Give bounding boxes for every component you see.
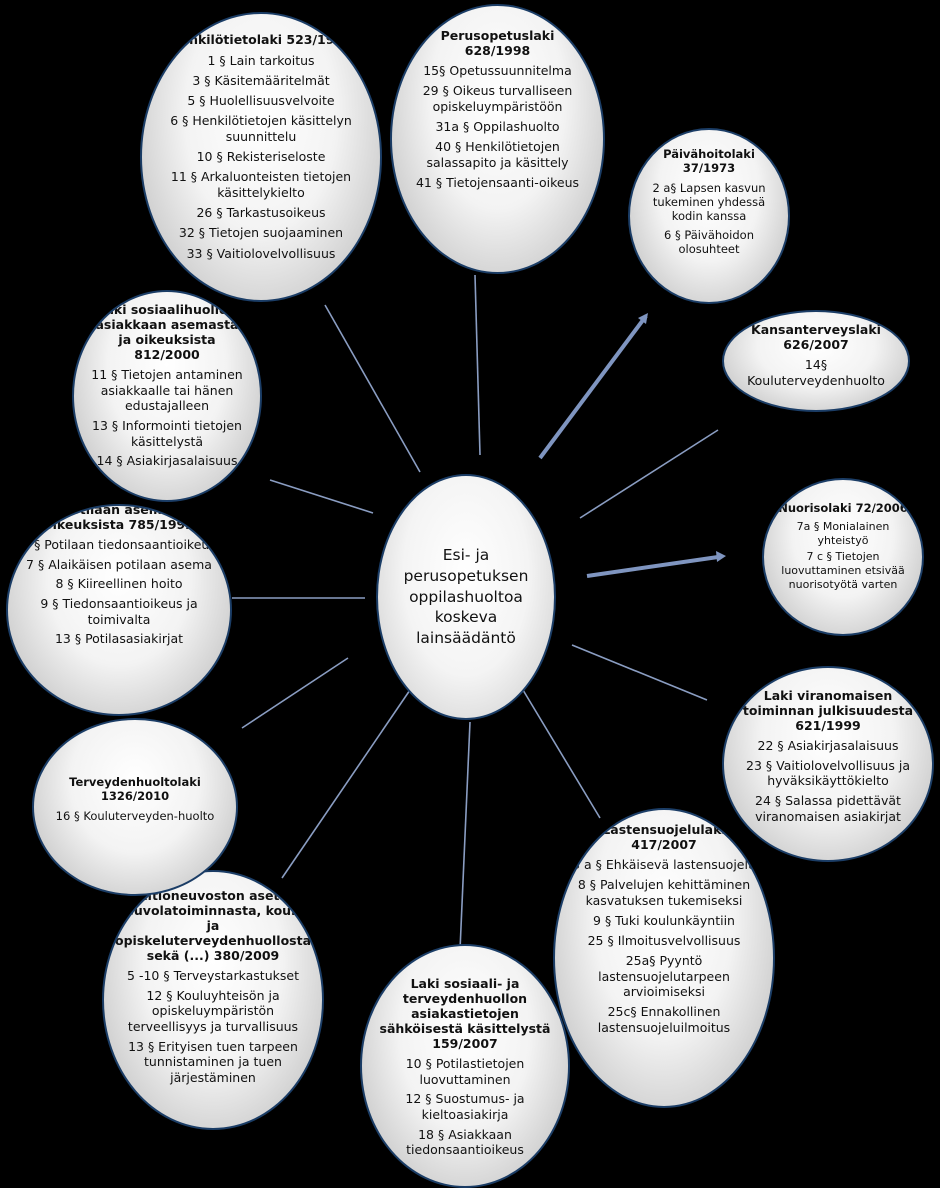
connector-line — [324, 304, 421, 473]
law-section-item: 6 § Henkilötietojen käsittelyn suunnitte… — [170, 113, 352, 144]
arrowhead — [716, 551, 726, 562]
law-section-item: 14§ Kouluterveydenhuolto — [747, 357, 885, 388]
law-title: Kansanterveyslaki 626/2007 — [751, 322, 881, 352]
law-section-item: 25 § Ilmoitusvelvollisuus — [587, 933, 741, 949]
connector-line — [579, 429, 719, 519]
law-section-item: 33 § Vaitiolovelvollisuus — [186, 245, 336, 261]
law-title: Valtioneuvoston asetus neuvolatoiminnast… — [115, 888, 312, 963]
center-topic-line: Esi- ja — [442, 545, 490, 564]
law-bubble-perusopetuslaki: Perusopetuslaki 628/1998 15§ Opetussuunni… — [390, 4, 605, 274]
law-section-item: 31a § Oppilashuolto — [435, 119, 560, 135]
law-title: Terveydenhuoltolaki 1326/2010 — [69, 775, 201, 803]
law-bubble-kansanterveyslaki: Kansanterveyslaki 626/2007 14§ Kouluterve… — [722, 310, 910, 412]
law-section-item: 41 § Tietojensaanti-oikeus — [415, 174, 580, 190]
law-section-item: 8 § Palvelujen kehittäminen kasvatuksen … — [577, 877, 751, 909]
law-bubble-julkisuuslaki: Laki viranomaisen toiminnan julkisuudest… — [722, 666, 934, 862]
law-section-item: 3 a § Ehkäisevä lastensuojelu — [572, 857, 756, 873]
law-section-item: 2 a§ Lapsen kasvun tukeminen yhdessä kod… — [652, 180, 766, 224]
connector-line — [586, 555, 719, 578]
law-section-item: 23 § Vaitiolovelvollisuus ja hyväksikäyt… — [746, 757, 910, 789]
law-section-item: 13 § Erityisen tuen tarpeen tunnistamine… — [128, 1038, 298, 1085]
center-topic-line: koskeva — [434, 608, 498, 627]
connector-line — [241, 657, 349, 729]
law-section-item: 3 § Käsitemääritelmät — [192, 72, 330, 88]
law-section-item: 13 § Potilasasiakirjat — [54, 631, 184, 647]
law-title: Laki sosiaalihuollon asiakkaan asemasta … — [95, 302, 239, 362]
connector-line — [538, 314, 648, 460]
connector-line — [474, 274, 481, 456]
law-title: Laki potilaan asemasta ja oikeuksista 78… — [28, 504, 210, 532]
law-bubble-lastensuojelulaki: Lastensuojelulaki 417/2007 3 a § Ehkäisev… — [553, 808, 775, 1108]
law-title: Nuorisolaki 72/2006 — [778, 501, 908, 515]
law-section-item: 8 § Kiireellinen hoito — [55, 576, 183, 592]
connector-line — [269, 479, 374, 514]
law-bubble-valtioneuvoston-asetus: Valtioneuvoston asetus neuvolatoiminnast… — [102, 870, 324, 1130]
connector-line — [522, 689, 601, 819]
law-title: Lastensuojelulaki 417/2007 — [602, 822, 726, 852]
law-bubble-asiakastietolaki: Laki sosiaali- ja terveydenhuollon asiak… — [360, 944, 570, 1188]
law-section-item: 15§ Opetussuunnitelma — [423, 63, 572, 79]
law-bubble-nuorisolaki: Nuorisolaki 72/2006 7a § Monialainen yhte… — [762, 478, 924, 636]
law-section-item: 11 § Tietojen antaminen asiakkaalle tai … — [91, 367, 243, 414]
law-section-item: 40 § Henkilötietojen salassapito ja käsi… — [426, 139, 569, 170]
law-section-item: 25a§ Pyyntö lastensuojelutarpeen arvioim… — [598, 953, 730, 1000]
law-section-item: 7 c § Tietojen luovuttaminen etsivää nuo… — [781, 550, 905, 591]
connector-line — [571, 644, 708, 701]
law-bubble-sosiaalihuolto-asiakaslaki: Laki sosiaalihuollon asiakkaan asemasta … — [72, 290, 262, 502]
center-topic-line: oppilashuoltoa — [409, 587, 523, 606]
law-bubble-paivahoitolaki: Päivähoitolaki 37/1973 2 a§ Lapsen kasvun… — [628, 128, 790, 304]
center-topic-title: Esi- ja perusopetuksen oppilashuoltoa ko… — [378, 476, 554, 718]
law-section-item: 22 § Asiakirjasalaisuus — [757, 738, 899, 753]
law-section-item: 24 § Salassa pidettävät viranomaisen asi… — [755, 792, 901, 824]
connector-line — [281, 689, 411, 879]
law-bubble-potilaslaki: Laki potilaan asemasta ja oikeuksista 78… — [6, 504, 232, 716]
law-section-item: 10 § Potilastietojen luovuttaminen — [405, 1056, 525, 1087]
connector-line — [459, 721, 471, 951]
arrowhead — [638, 313, 648, 324]
law-section-item: 32 § Tietojen suojaaminen — [178, 225, 344, 241]
law-section-item: 9 § Tuki koulunkäyntiin — [593, 913, 735, 929]
center-topic-bubble: Esi- ja perusopetuksen oppilashuoltoa ko… — [376, 474, 556, 720]
law-section-item: 6 § Päivähoidon olosuhteet — [663, 227, 755, 257]
law-title: Perusopetuslaki 628/1998 — [440, 28, 555, 58]
law-section-item: 10 § Rekisteriseloste — [196, 149, 326, 165]
law-section-item: 5 § Huolellisuusvelvoite — [187, 93, 335, 109]
law-section-item: 25c§ Ennakollinen lastensuojeluilmoitus — [597, 1004, 731, 1035]
law-section-item: 29 § Oikeus turvalliseen opiskeluympäris… — [422, 83, 573, 115]
law-section-item: 5 § Potilaan tiedonsaantioikeus — [22, 537, 216, 552]
law-title: Laki sosiaali- ja terveydenhuollon asiak… — [379, 976, 551, 1051]
center-topic-line: perusopetuksen — [403, 566, 529, 585]
law-title: Laki viranomaisen toiminnan julkisuudest… — [742, 688, 914, 733]
law-section-item: 9 § Tiedonsaantioikeus ja toimivalta — [40, 595, 198, 627]
law-section-item: 7 § Alaikäisen potilaan asema — [26, 556, 212, 572]
law-section-item: 18 § Asiakkaan tiedonsaantioikeus — [406, 1126, 524, 1158]
law-section-item: 12 § Kouluyhteisön ja opiskeluympäristön… — [127, 987, 299, 1034]
law-section-item: 13 § Informointi tietojen käsittelystä — [92, 417, 242, 449]
law-bubble-henkilotietolaki: Henkilötietolaki 523/1999 1 § Lain tarkoi… — [140, 12, 382, 302]
law-section-item: 7a § Monialainen yhteistyö — [796, 519, 890, 547]
law-section-item: 5 -10 § Terveystarkastukset — [127, 968, 299, 983]
law-section-item: 1 § Lain tarkoitus — [207, 52, 315, 68]
law-section-item: 11 § Arkaluonteisten tietojen käsittelyk… — [170, 169, 352, 200]
law-section-item: 26 § Tarkastusoikeus — [196, 205, 326, 221]
law-title: Henkilötietolaki 523/1999 — [170, 32, 352, 47]
law-section-item: 12 § Suostumus- ja kieltoasiakirja — [405, 1091, 525, 1122]
law-title: Päivähoitolaki 37/1973 — [663, 147, 755, 175]
law-section-item: 14 § Asiakirjasalaisuus — [96, 453, 238, 469]
center-topic-line: lainsäädäntö — [416, 629, 516, 648]
law-bubble-terveydenhuoltolaki: Terveydenhuoltolaki 1326/2010 16 § Koulut… — [32, 718, 238, 896]
law-section-item: 16 § Kouluterveyden-huolto — [55, 808, 215, 823]
